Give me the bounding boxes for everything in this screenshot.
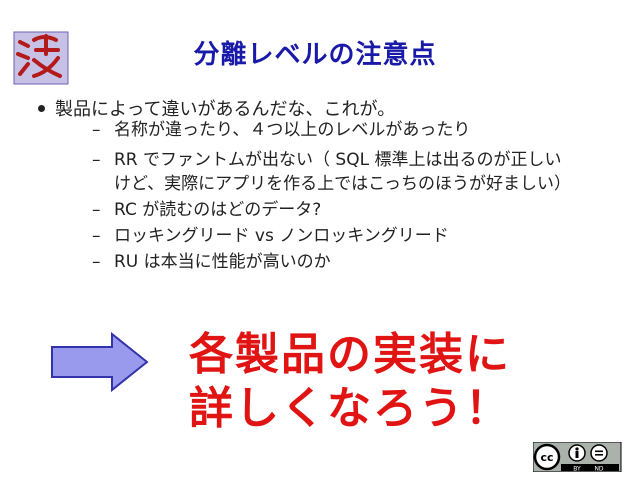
dash-marker: – xyxy=(92,120,101,140)
dash-marker: – xyxy=(92,150,101,170)
callout-line-2: 詳しくなろう！ xyxy=(189,383,511,434)
sub-bullet-text: RC が読むのはどのデータ? xyxy=(114,200,322,220)
svg-text:cc: cc xyxy=(540,451,553,464)
sub-bullet-text: ロッキングリード vs ノンロッキングリード xyxy=(114,226,449,246)
by-label: BY xyxy=(573,466,581,473)
creative-commons-license-badge: cc BY ND xyxy=(533,442,622,473)
dash-marker: – xyxy=(92,226,101,246)
callout-line-1: 各製品の実装に xyxy=(189,329,511,380)
logo-kanji-icon xyxy=(13,31,69,85)
sub-bullet-2: –RR でファントムが出ない（ SQL 標準上は出るのが正しい けど、実際にアプ… xyxy=(92,148,571,196)
main-bullet-text: 製品によって違いがあるんだな、これが。 xyxy=(55,99,396,120)
dash-marker: – xyxy=(92,252,101,272)
nd-label: ND xyxy=(594,466,603,473)
sub-bullet-3: –RC が読むのはどのデータ? xyxy=(92,198,321,222)
sub-bullet-continuation: けど、実際にアプリを作る上ではこっちのほうが好ましい） xyxy=(114,174,571,194)
bullet-dot-icon xyxy=(38,104,45,112)
sub-bullet-1: –名称が違ったり、４つ以上のレベルがあったり xyxy=(92,118,470,142)
no-derivatives-icon xyxy=(590,444,608,462)
dash-marker: – xyxy=(92,200,101,220)
sub-bullet-4: –ロッキングリード vs ノンロッキングリード xyxy=(92,224,449,248)
sub-bullet-text: RR でファントムが出ない（ SQL 標準上は出るのが正しい xyxy=(114,150,562,170)
cc-icon xyxy=(533,443,561,471)
sub-bullet-text: RU は本当に性能が高いのか xyxy=(114,252,331,272)
right-arrow-icon xyxy=(51,332,149,392)
main-bullet: 製品によって違いがあるんだな、これが。 xyxy=(38,95,395,121)
sub-bullet-5: –RU は本当に性能が高いのか xyxy=(92,250,331,274)
sub-bullet-text: 名称が違ったり、４つ以上のレベルがあったり xyxy=(114,120,471,140)
slide-title: 分離レベルの注意点 xyxy=(193,40,437,70)
